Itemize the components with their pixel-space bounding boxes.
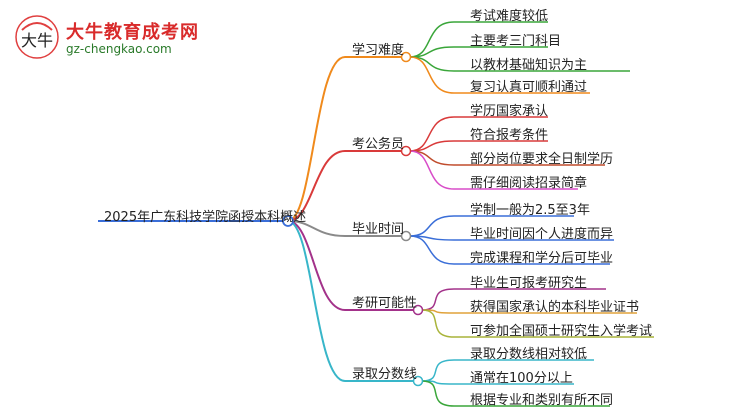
- leaf-label: 考试难度较低: [470, 9, 549, 24]
- branch-leaf-connector: [409, 21, 455, 58]
- leaf-label: 根据专业和类别有所不同: [470, 393, 614, 408]
- branch-leaf-connector: [421, 380, 455, 407]
- root-branch-connector: [287, 56, 346, 222]
- branch-node: [400, 230, 412, 242]
- leaf-label: 以教材基础知识为主: [470, 58, 588, 73]
- logo-mark-text: 大牛: [21, 31, 53, 50]
- root-branch-connector: [287, 220, 346, 311]
- branch-node: [412, 304, 424, 316]
- branch-leaf-connector: [409, 235, 455, 265]
- leaf-label: 录取分数线相对较低: [470, 347, 588, 362]
- leaf-label: 可参加全国硕士研究生入学考试: [470, 324, 653, 339]
- leaf-label: 毕业生可报考研究生: [470, 276, 588, 291]
- leaf-label: 学制一般为2.5至3年: [470, 203, 590, 218]
- leaf-label: 获得国家承认的本科毕业证书: [470, 300, 640, 315]
- branch-leaf-connector: [421, 288, 455, 311]
- branch-leaf-connector: [409, 56, 455, 94]
- branch-leaf-connector: [421, 309, 455, 338]
- branch-leaf-connector: [409, 150, 455, 166]
- branch-leaf-connector: [409, 150, 455, 190]
- branch-leaf-connector: [409, 116, 455, 152]
- branch-label: 学习难度: [352, 43, 405, 58]
- logo-mark-icon: 大牛: [15, 15, 59, 59]
- root-node: [282, 215, 294, 227]
- leaf-label: 完成课程和学分后可毕业: [470, 251, 614, 266]
- branch-leaf-connector: [409, 215, 455, 237]
- branch-node: [412, 375, 424, 387]
- leaf-label: 符合报考条件: [470, 128, 549, 143]
- branch-label: 毕业时间: [352, 222, 405, 237]
- leaf-label: 部分岗位要求全日制学历: [470, 152, 614, 167]
- branch-leaf-connector: [409, 56, 455, 72]
- branch-node: [400, 51, 412, 63]
- leaf-label: 需仔细阅读招录简章: [470, 176, 588, 191]
- branch-label: 考研可能性: [352, 296, 418, 311]
- root-branch-connector: [287, 220, 346, 237]
- branch-label: 考公务员: [352, 137, 405, 152]
- root-topic: 2025年广东科技学院函授本科概述: [104, 210, 307, 225]
- branch-leaf-connector: [421, 359, 455, 382]
- leaf-label: 复习认真可顺利通过: [470, 80, 588, 95]
- logo-title: 大牛教育成考网: [66, 22, 199, 43]
- root-branch-connector: [287, 220, 346, 382]
- site-logo[interactable]: 大牛 大牛教育成考网 gz-chengkao.com: [14, 14, 234, 62]
- branch-label: 录取分数线: [352, 367, 418, 382]
- leaf-label: 学历国家承认: [470, 104, 549, 119]
- root-branch-connector: [287, 150, 346, 222]
- leaf-label: 主要考三门科目: [470, 34, 562, 49]
- leaf-label: 毕业时间因个人进度而异: [470, 227, 614, 242]
- logo-url: gz-chengkao.com: [66, 42, 172, 56]
- branch-node: [400, 145, 412, 157]
- leaf-label: 通常在100分以上: [470, 371, 573, 386]
